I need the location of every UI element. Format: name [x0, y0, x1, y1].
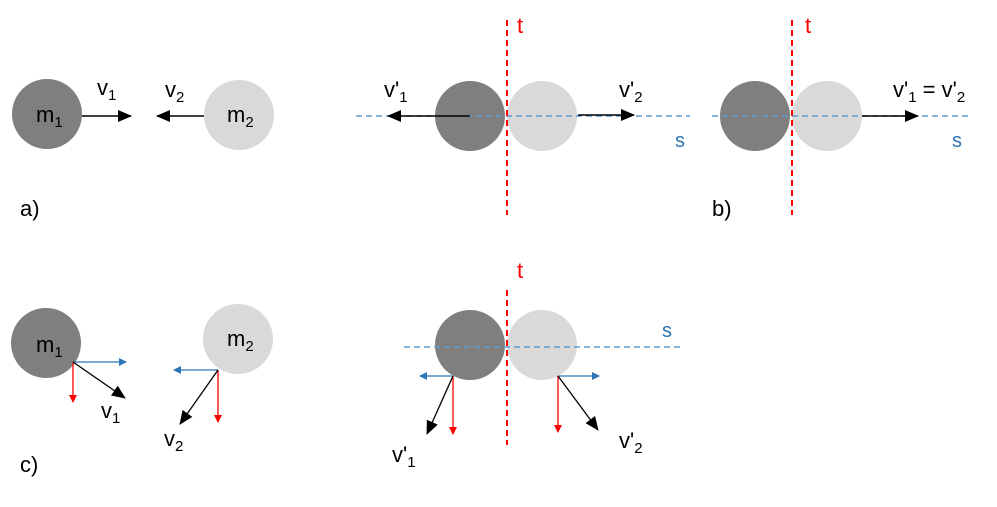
label-s: s [675, 130, 685, 152]
label-v1p-c: v'1 [392, 442, 416, 471]
label-v1-c: v1 [101, 398, 120, 427]
label-v2p-c: v'2 [619, 428, 643, 457]
panel-b: t s v'1 = v'2 b) [712, 13, 970, 221]
arrow-v1-black [72, 361, 126, 399]
label-v1-prime: v'1 [384, 77, 408, 106]
panel-a-label: a) [20, 196, 40, 221]
panel-c-after: t s v'1 v'2 [392, 258, 680, 471]
label-t-c: t [517, 258, 523, 283]
label-s-b: s [952, 130, 962, 152]
label-v2-prime: v'2 [619, 77, 643, 106]
label-t-b: t [805, 13, 811, 38]
panel-a: m1 m2 v1 v2 a) [12, 75, 274, 221]
label-v2-c: v2 [164, 426, 183, 455]
ball-m1-c [11, 308, 81, 378]
label-v1: v1 [97, 75, 116, 104]
ball-m1-c-after [435, 310, 505, 380]
ball-m2-c [203, 304, 273, 374]
label-t: t [517, 13, 523, 38]
label-m1: m1 [36, 102, 63, 131]
panel-c: m1 m2 v1 v2 c) [11, 304, 273, 477]
arrow-v1p-black [426, 375, 454, 435]
arrow-v2p-black [557, 375, 599, 431]
label-velocity-equality: v'1 = v'2 [893, 77, 965, 106]
label-m2-c: m2 [227, 326, 254, 355]
panel-c-label: c) [20, 452, 38, 477]
label-m1-c: m1 [36, 332, 63, 361]
panel-b-label: b) [712, 196, 732, 221]
panel-a-after: t s v'1 v'2 [356, 13, 690, 215]
label-s-c: s [662, 320, 672, 342]
ball-m1 [12, 79, 82, 149]
label-v2: v2 [165, 77, 184, 106]
arrow-v2-black [179, 369, 219, 425]
ball-m2 [204, 80, 274, 150]
ball-m2-c-after [507, 310, 577, 380]
label-m2: m2 [227, 102, 254, 131]
